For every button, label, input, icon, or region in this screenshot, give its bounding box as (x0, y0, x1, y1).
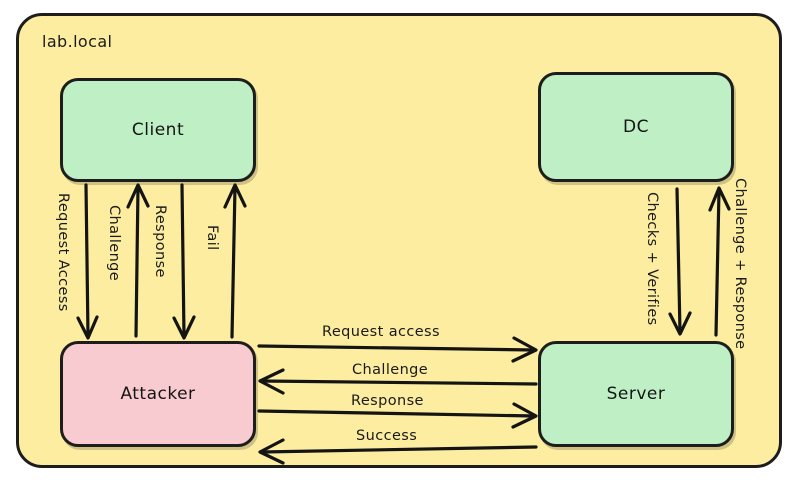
node-dc[interactable]: DC (538, 72, 734, 182)
domain-label: lab.local (42, 32, 113, 51)
node-client[interactable]: Client (60, 78, 256, 182)
edge-label-response-left: Response (152, 205, 168, 278)
node-server[interactable]: Server (538, 341, 734, 447)
edge-label-response-center: Response (351, 393, 424, 409)
node-dc-label: DC (623, 117, 649, 137)
node-attacker[interactable]: Attacker (60, 341, 256, 447)
edge-label-challenge-left: Challenge (106, 205, 122, 282)
edge-label-challenge-center: Challenge (352, 362, 429, 378)
node-server-label: Server (606, 384, 666, 404)
edge-label-checks-verifies-right: Checks + Verifies (644, 192, 660, 326)
edge-label-challenge-response-right: Challenge + Response (732, 178, 748, 350)
edge-label-request-access-left: Request Access (55, 193, 71, 312)
edge-label-request-access-center: Request access (322, 324, 440, 340)
node-attacker-label: Attacker (120, 384, 196, 404)
edge-label-fail-left: Fail (204, 225, 220, 251)
edge-label-success-center: Success (356, 428, 418, 444)
node-client-label: Client (131, 120, 185, 140)
